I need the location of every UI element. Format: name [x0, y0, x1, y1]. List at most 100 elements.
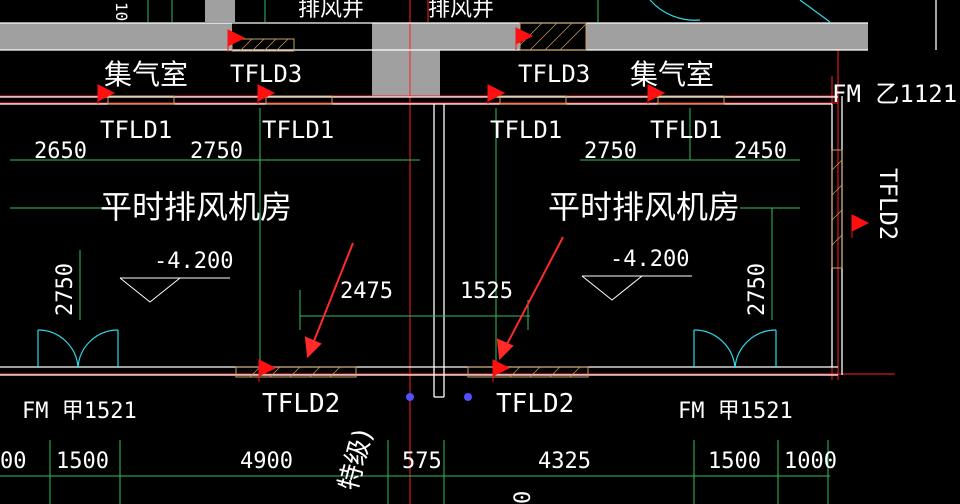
hatch [831, 184, 843, 196]
annotation-arrows [304, 236, 564, 361]
structural-fill [0, 0, 868, 96]
vent-mid-3 [499, 95, 567, 105]
dim-2450: 2450 [734, 139, 787, 164]
dim-2750-a: 2750 [190, 139, 243, 164]
elevation-triangle-icon [581, 275, 643, 301]
vent-side [831, 149, 843, 269]
shaft-label-left: 排风井 [298, 0, 364, 22]
elevation-triangle-icon [119, 277, 181, 303]
hatch [289, 366, 301, 378]
hatch [529, 22, 558, 51]
beam-fill-right [586, 23, 868, 50]
vent-label-bottom-left: TFLD2 [262, 389, 340, 419]
hatch [544, 22, 573, 51]
room-plenum-right: 集气室 [630, 58, 714, 91]
hatch [309, 366, 321, 378]
hatch [559, 23, 587, 51]
dim-1525: 1525 [460, 279, 513, 304]
door-arc-top-2 [799, 0, 831, 23]
flag-icon [227, 29, 246, 52]
dim-2750-left-v: 2750 [53, 263, 78, 316]
hatch [569, 366, 581, 378]
room-fan-right: 平时排风机房 [548, 188, 740, 226]
bottom-zero: 0 [511, 491, 536, 504]
double-door-right-icon [693, 329, 777, 369]
annotation-arrow-icon [496, 236, 564, 361]
flag-icon [257, 84, 276, 104]
flag-icon [487, 84, 506, 104]
hatch [263, 38, 277, 52]
vent-label-side: TFLD2 [874, 168, 902, 240]
dim-2750-right-v: 2750 [745, 263, 770, 316]
flag-icon [258, 359, 277, 382]
hatch [275, 38, 289, 52]
dim-bottom-4900: 4900 [240, 449, 293, 474]
annotation-arrow-icon [304, 242, 354, 359]
grid-point [406, 393, 414, 401]
dim-2750-b: 2750 [584, 139, 637, 164]
hatch [831, 209, 843, 221]
vent-label-top-right: TFLD3 [518, 60, 590, 88]
hatch [249, 366, 261, 378]
flag-icon [515, 27, 534, 50]
dim-bottom-1500-a: 1500 [56, 449, 109, 474]
room-plenum-left: 集气室 [104, 58, 188, 91]
vent-label-mid-1: TFLD1 [100, 116, 172, 144]
vent-mid-4 [657, 95, 725, 105]
vent-top-left [231, 38, 295, 52]
flag-icon [647, 84, 666, 104]
hatch [509, 366, 521, 378]
door-label-right-top: FM 乙1121 [832, 80, 957, 108]
door-label-right-bottom: FM 甲1521 [678, 399, 793, 424]
flag-icon [492, 359, 511, 382]
column-fill-top [205, 0, 235, 22]
vent-label-mid-2: TFLD1 [262, 116, 334, 144]
elevation-right: -4.200 [610, 247, 689, 272]
hatch [529, 366, 541, 378]
shaft-label-right: 排风井 [428, 0, 494, 22]
dim-bottom-575: 575 [402, 449, 442, 474]
hatch [269, 366, 281, 378]
vent-flags [97, 27, 870, 382]
hatch [549, 366, 561, 378]
door-arc-top [649, 0, 701, 21]
elevation-left: -4.200 [154, 249, 233, 274]
vent-label-bottom-right: TFLD2 [496, 389, 574, 419]
grid-point [464, 393, 472, 401]
hatch [831, 234, 843, 246]
dim-bottom-00: 00 [0, 449, 27, 474]
hatch [329, 366, 341, 378]
doors [37, 0, 831, 369]
top-fragment: 10 [112, 2, 131, 21]
vent-label-mid-4: TFLD1 [650, 116, 722, 144]
hatch [251, 38, 265, 52]
column-fill-center [372, 23, 440, 96]
vent-bottom-right [467, 366, 589, 378]
hatch [831, 159, 843, 171]
hatch [519, 22, 543, 46]
room-fan-left: 平时排风机房 [100, 188, 292, 226]
vent-bottom-left [235, 366, 357, 378]
flag-icon [97, 84, 116, 104]
dim-2475: 2475 [340, 279, 393, 304]
double-door-left-icon [37, 329, 119, 369]
dim-2650: 2650 [34, 139, 87, 164]
vent-mid-1 [107, 95, 175, 105]
dimension-lines [0, 0, 830, 504]
vent-mid-2 [265, 95, 333, 105]
door-label-left-bottom: FM 甲1521 [22, 399, 137, 424]
beam-fill-center [440, 23, 520, 50]
vent-label-top-left: TFLD3 [230, 60, 302, 88]
hatch [239, 38, 253, 52]
dim-bottom-1000: 1000 [784, 449, 837, 474]
elevation-markers [119, 275, 692, 303]
vent-label-mid-3: TFLD1 [490, 116, 562, 144]
flag-icon [851, 214, 870, 238]
vent-hatch-strokes [239, 22, 843, 378]
dim-bottom-4325: 4325 [538, 449, 591, 474]
dim-bottom-1500-b: 1500 [708, 449, 761, 474]
beam-fill-left [0, 23, 232, 50]
